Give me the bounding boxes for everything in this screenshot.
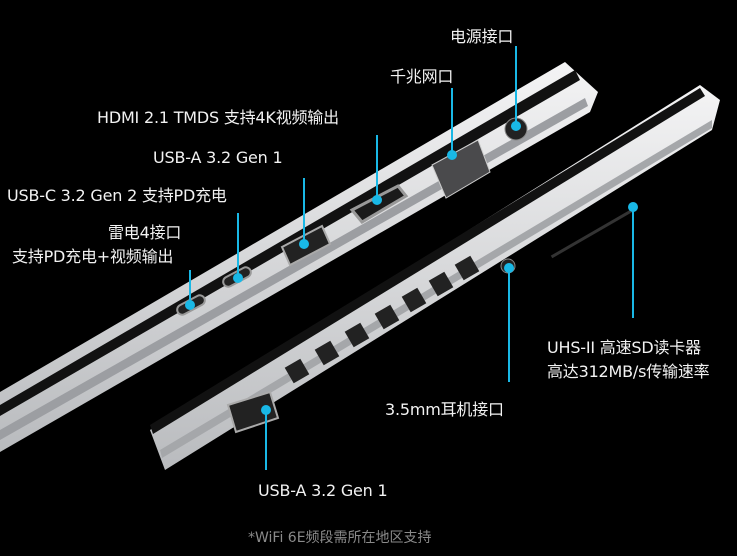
- vent-grille: [284, 255, 480, 384]
- laptop-left-side: [0, 62, 598, 452]
- label-sd-2: 高达312MB/s传输速率: [547, 362, 710, 381]
- ethernet-port: [431, 139, 491, 199]
- label-thunderbolt-2: 支持PD充电+视频输出: [12, 247, 174, 266]
- label-audio: 3.5mm耳机接口: [385, 400, 504, 419]
- label-usb-a-bottom: USB-A 3.2 Gen 1: [258, 481, 388, 500]
- label-power: 电源接口: [450, 27, 514, 46]
- label-ethernet: 千兆网口: [390, 67, 454, 86]
- footnote: *WiFi 6E频段需所在地区支持: [248, 530, 432, 546]
- callout-lines: [189, 46, 634, 470]
- label-usb-c: USB-C 3.2 Gen 2 支持PD充电: [7, 186, 227, 205]
- label-hdmi: HDMI 2.1 TMDS 支持4K视频输出: [97, 108, 339, 127]
- sd-card-slot: [550, 208, 635, 259]
- label-thunderbolt-1: 雷电4接口: [108, 223, 182, 242]
- label-usb-a-top: USB-A 3.2 Gen 1: [153, 148, 283, 167]
- laptop-right-side: [150, 85, 720, 470]
- callout-dots: [185, 121, 638, 415]
- label-sd-1: UHS-II 高速SD读卡器: [547, 338, 701, 357]
